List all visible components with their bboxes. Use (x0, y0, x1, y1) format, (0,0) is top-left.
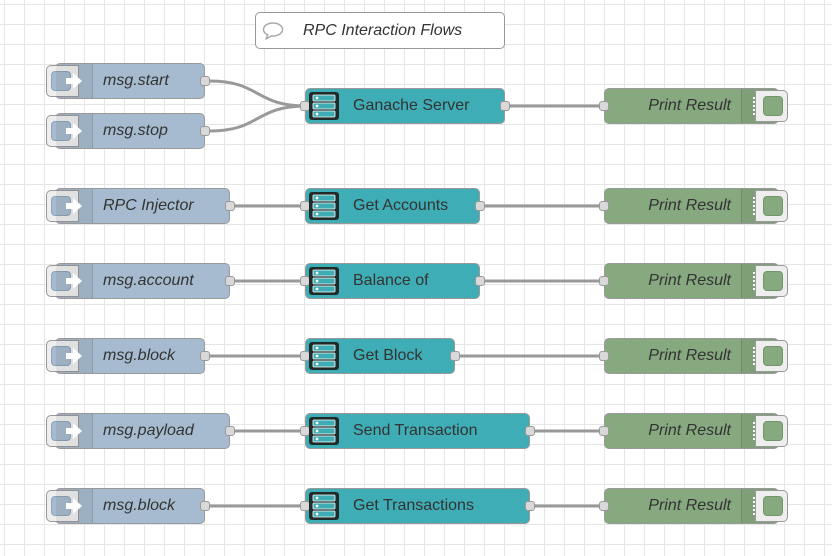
inject-node[interactable]: msg.start (46, 63, 210, 99)
server-rack-icon (306, 489, 342, 523)
arrow-in-icon (56, 189, 93, 223)
wire[interactable] (209, 79, 307, 108)
debug-toggle-face (763, 96, 783, 116)
inject-node-label: msg.start (103, 72, 169, 89)
comment-node[interactable]: RPC Interaction Flows (255, 12, 505, 49)
debug-node[interactable]: Print Result (599, 188, 788, 224)
arrow-in-icon (56, 114, 93, 148)
debug-node[interactable]: Print Result (599, 413, 788, 449)
input-port[interactable] (599, 276, 609, 286)
function-node-label: Ganache Server (353, 97, 470, 114)
function-node[interactable]: Get Block (300, 338, 460, 374)
debug-node[interactable]: Print Result (599, 88, 788, 124)
output-port[interactable] (200, 351, 210, 361)
input-port[interactable] (599, 201, 609, 211)
function-node[interactable]: Send Transaction (300, 413, 535, 449)
function-node[interactable]: Ganache Server (300, 88, 510, 124)
debug-node-label: Print Result (648, 272, 731, 289)
output-port[interactable] (450, 351, 460, 361)
debug-node[interactable]: Print Result (599, 338, 788, 374)
arrow-in-icon (56, 414, 93, 448)
input-port[interactable] (599, 351, 609, 361)
server-rack-icon (306, 189, 342, 223)
debug-toggle-button[interactable] (755, 340, 788, 372)
inject-node[interactable]: RPC Injector (46, 188, 235, 224)
function-node-label: Get Block (353, 347, 423, 364)
inject-node[interactable]: msg.block (46, 488, 210, 524)
function-node[interactable]: Balance of (300, 263, 485, 299)
input-port[interactable] (599, 426, 609, 436)
output-port[interactable] (475, 276, 485, 286)
debug-toggle-face (763, 346, 783, 366)
debug-node-label: Print Result (648, 422, 731, 439)
debug-node-label: Print Result (648, 197, 731, 214)
input-port[interactable] (599, 101, 609, 111)
output-port[interactable] (200, 501, 210, 511)
inject-node-label: msg.block (103, 497, 176, 514)
debug-node-label: Print Result (648, 497, 731, 514)
arrow-in-icon (56, 264, 93, 298)
inject-node[interactable]: msg.block (46, 338, 210, 374)
function-node-label: Send Transaction (353, 422, 478, 439)
inject-node-label: msg.account (103, 272, 194, 289)
output-port[interactable] (525, 501, 535, 511)
debug-toggle-button[interactable] (755, 265, 788, 297)
output-port[interactable] (225, 276, 235, 286)
debug-toggle-button[interactable] (755, 190, 788, 222)
server-rack-icon (306, 339, 342, 373)
inject-node-label: RPC Injector (103, 197, 194, 214)
server-rack-icon (306, 414, 342, 448)
debug-node[interactable]: Print Result (599, 263, 788, 299)
debug-node-label: Print Result (648, 97, 731, 114)
debug-toggle-face (763, 271, 783, 291)
speech-bubble-icon (262, 21, 284, 41)
output-port[interactable] (525, 426, 535, 436)
arrow-in-icon (56, 489, 93, 523)
debug-toggle-button[interactable] (755, 90, 788, 122)
function-node-label: Get Transactions (353, 497, 474, 514)
debug-toggle-button[interactable] (755, 490, 788, 522)
inject-node[interactable]: msg.stop (46, 113, 210, 149)
output-port[interactable] (500, 101, 510, 111)
comment-label: RPC Interaction Flows (303, 22, 463, 39)
function-node[interactable]: Get Accounts (300, 188, 485, 224)
debug-toggle-face (763, 196, 783, 216)
debug-node-label: Print Result (648, 347, 731, 364)
output-port[interactable] (475, 201, 485, 211)
input-port[interactable] (599, 501, 609, 511)
debug-toggle-button[interactable] (755, 415, 788, 447)
debug-toggle-face (763, 421, 783, 441)
inject-node[interactable]: msg.account (46, 263, 235, 299)
server-rack-icon (306, 89, 342, 123)
function-node-label: Balance of (353, 272, 429, 289)
output-port[interactable] (225, 426, 235, 436)
inject-node-label: msg.stop (103, 122, 168, 139)
inject-node-label: msg.payload (103, 422, 194, 439)
arrow-in-icon (56, 64, 93, 98)
output-port[interactable] (200, 126, 210, 136)
inject-node[interactable]: msg.payload (46, 413, 235, 449)
function-node-label: Get Accounts (353, 197, 449, 214)
arrow-in-icon (56, 339, 93, 373)
debug-node[interactable]: Print Result (599, 488, 788, 524)
wire[interactable] (209, 104, 307, 133)
debug-toggle-face (763, 496, 783, 516)
output-port[interactable] (225, 201, 235, 211)
server-rack-icon (306, 264, 342, 298)
inject-node-label: msg.block (103, 347, 176, 364)
output-port[interactable] (200, 76, 210, 86)
function-node[interactable]: Get Transactions (300, 488, 535, 524)
